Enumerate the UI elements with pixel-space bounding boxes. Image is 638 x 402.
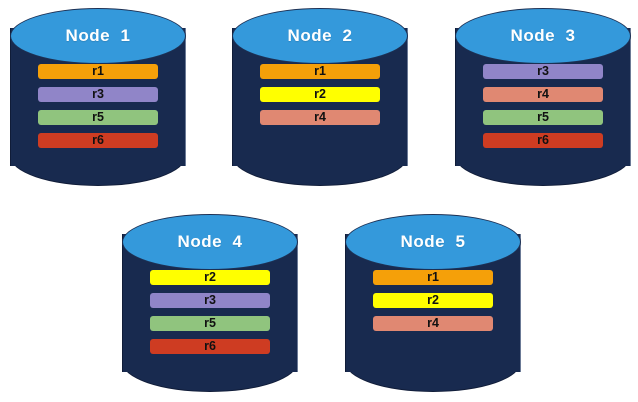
node-title: Node 2 bbox=[287, 26, 353, 45]
node-title: Node 5 bbox=[400, 232, 466, 251]
replica-bar[interactable]: r1 bbox=[38, 64, 158, 79]
cylinder-top-ellipse bbox=[345, 214, 521, 270]
replica-list: r1 r2 r4 bbox=[373, 270, 493, 331]
cylinder-top-ellipse bbox=[122, 214, 298, 270]
replica-list: r3 r4 r5 r6 bbox=[483, 64, 603, 148]
replica-list: r1 r2 r4 bbox=[260, 64, 380, 125]
node-title: Node 1 bbox=[65, 26, 131, 45]
replica-bar[interactable]: r5 bbox=[38, 110, 158, 125]
replica-bar[interactable]: r5 bbox=[483, 110, 603, 125]
cylinder-top-ellipse bbox=[455, 8, 631, 64]
database-node-1[interactable]: Node 1 r1 r3 r5 r6 bbox=[10, 8, 186, 186]
replica-bar[interactable]: r6 bbox=[38, 133, 158, 148]
replica-list: r2 r3 r5 r6 bbox=[150, 270, 270, 354]
database-node-3[interactable]: Node 3 r3 r4 r5 r6 bbox=[455, 8, 631, 186]
cylinder-top-ellipse bbox=[10, 8, 186, 64]
replica-bar[interactable]: r3 bbox=[150, 293, 270, 308]
replica-bar[interactable]: r2 bbox=[150, 270, 270, 285]
replica-bar[interactable]: r6 bbox=[483, 133, 603, 148]
replica-bar[interactable]: r4 bbox=[260, 110, 380, 125]
replica-bar[interactable]: r3 bbox=[38, 87, 158, 102]
replica-bar[interactable]: r4 bbox=[483, 87, 603, 102]
replica-bar[interactable]: r2 bbox=[260, 87, 380, 102]
cylinder-top-ellipse bbox=[232, 8, 408, 64]
replica-bar[interactable]: r4 bbox=[373, 316, 493, 331]
replica-bar[interactable]: r6 bbox=[150, 339, 270, 354]
replica-bar[interactable]: r2 bbox=[373, 293, 493, 308]
node-title: Node 3 bbox=[510, 26, 576, 45]
replica-bar[interactable]: r1 bbox=[373, 270, 493, 285]
database-node-5[interactable]: Node 5 r1 r2 r4 bbox=[345, 214, 521, 392]
replica-bar[interactable]: r5 bbox=[150, 316, 270, 331]
replica-bar[interactable]: r1 bbox=[260, 64, 380, 79]
node-title: Node 4 bbox=[177, 232, 243, 251]
database-node-4[interactable]: Node 4 r2 r3 r5 r6 bbox=[122, 214, 298, 392]
replica-bar[interactable]: r3 bbox=[483, 64, 603, 79]
replica-list: r1 r3 r5 r6 bbox=[38, 64, 158, 148]
database-node-2[interactable]: Node 2 r1 r2 r4 bbox=[232, 8, 408, 186]
